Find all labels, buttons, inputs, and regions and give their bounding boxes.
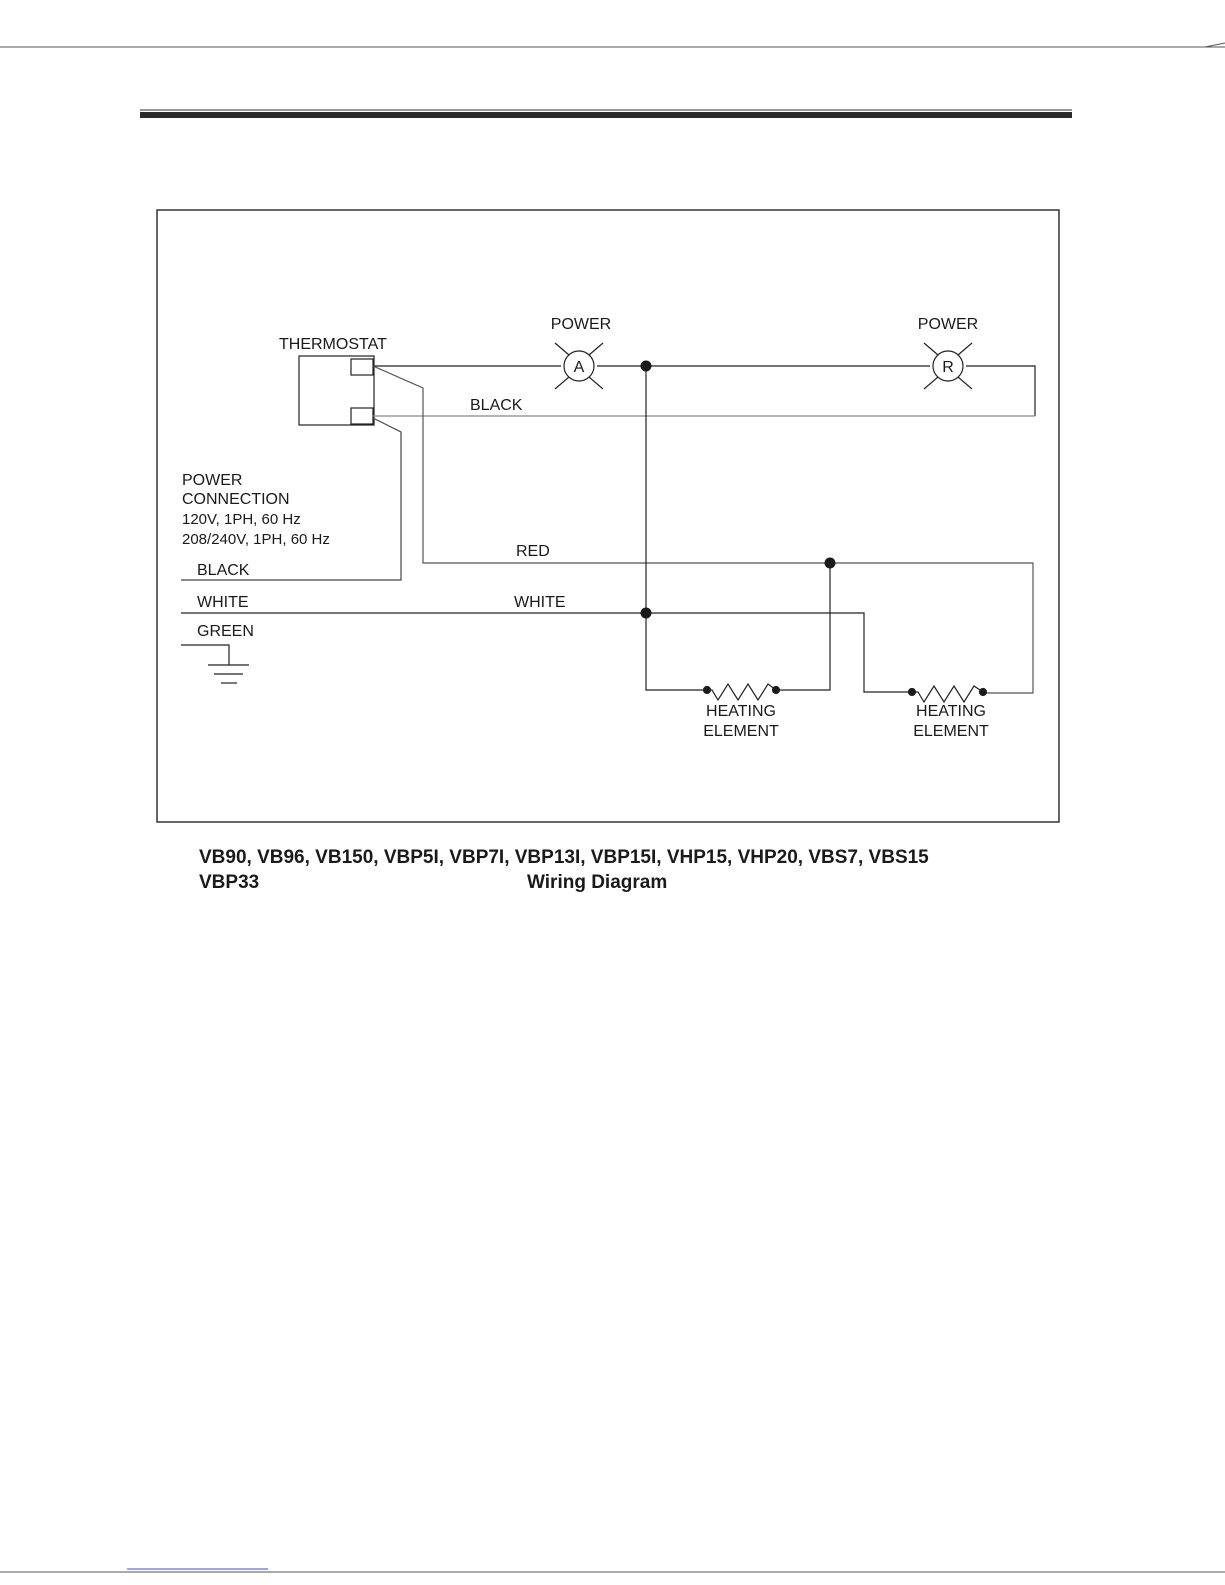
caption-models-line1: VB90, VB96, VB150, VBP5I, VBP7I, VBP13I,… xyxy=(199,847,929,868)
thermostat xyxy=(299,356,374,425)
wire-lamp-r-return xyxy=(966,366,1035,416)
junction-dot-red xyxy=(825,558,836,569)
power-lamp-a-label: POWER xyxy=(551,316,611,333)
power-connection-line4: 208/240V, 1PH, 60 Hz xyxy=(182,531,330,548)
wire-white xyxy=(181,613,912,692)
thermostat-terminal-top xyxy=(351,359,373,375)
wire-red xyxy=(373,366,1033,693)
thermostat-terminal-bottom xyxy=(351,408,373,424)
junction-dot-top xyxy=(641,361,652,372)
wire-red-branch xyxy=(776,563,830,690)
black-wire-label: BLACK xyxy=(470,397,523,414)
heating-element-1-label-line2: ELEMENT xyxy=(703,723,779,740)
power-connection-line3: 120V, 1PH, 60 Hz xyxy=(182,511,301,528)
power-connection-line2: CONNECTION xyxy=(182,491,290,508)
power-lamp-a-symbol: A xyxy=(574,359,585,376)
heating-element-1-icon xyxy=(704,684,780,700)
wire-junction-vertical xyxy=(646,366,707,690)
power-lamp-r-label: POWER xyxy=(918,316,978,333)
wire-green xyxy=(181,645,229,665)
red-wire-label: RED xyxy=(516,543,550,560)
header-bar xyxy=(140,110,1072,118)
junction-dot-white xyxy=(641,608,652,619)
caption-title: Wiring Diagram xyxy=(527,872,667,893)
page-top-rule xyxy=(0,43,1225,47)
power-connection-line1: POWER xyxy=(182,472,242,489)
heating-element-2-label-line1: HEATING xyxy=(916,703,986,720)
ground-icon xyxy=(208,665,249,683)
heating-element-2-icon xyxy=(909,686,987,702)
junction-dots xyxy=(641,361,836,619)
wires xyxy=(181,366,1035,693)
white-wire-label: WHITE xyxy=(514,594,566,611)
supply-white-label: WHITE xyxy=(197,594,249,611)
supply-black-label: BLACK xyxy=(197,562,250,579)
heating-element-2-label-line2: ELEMENT xyxy=(913,723,989,740)
heating-element-1-label-line1: HEATING xyxy=(706,703,776,720)
supply-green-label: GREEN xyxy=(197,623,254,640)
caption-models-line2: VBP33 xyxy=(199,872,259,893)
thermostat-label: THERMOSTAT xyxy=(279,336,387,353)
power-lamp-r-symbol: R xyxy=(942,359,954,376)
